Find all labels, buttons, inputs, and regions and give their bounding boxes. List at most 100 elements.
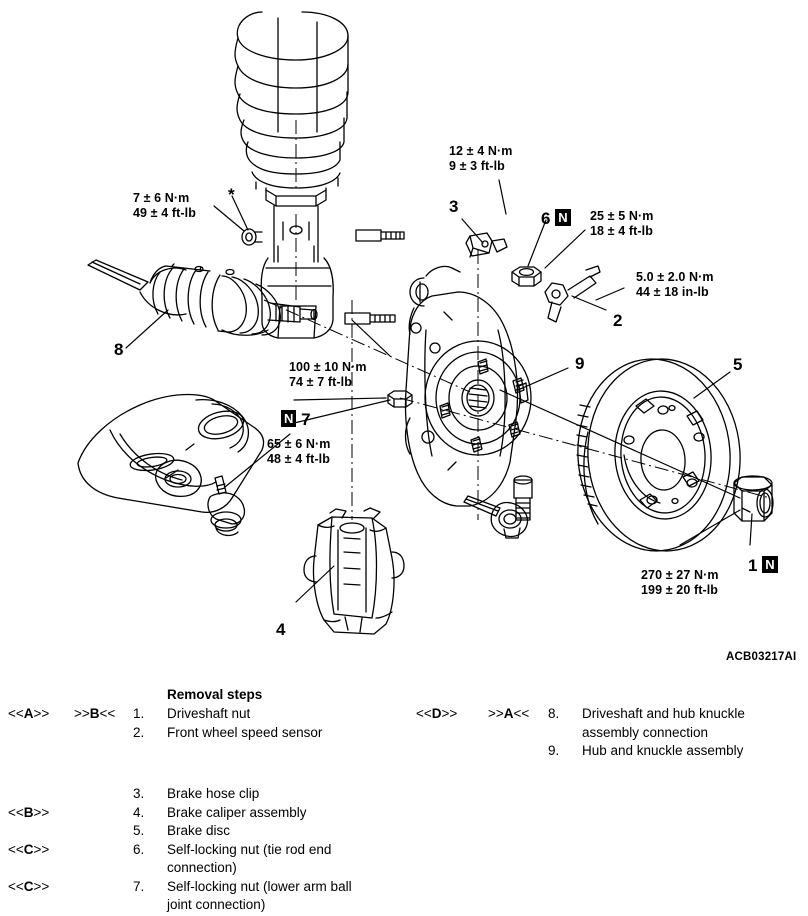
legend-item-label: Brake hose clip (167, 786, 260, 801)
leader-hub-to-nut-axis (499, 389, 741, 499)
legend-item-label: Driveshaft nut (167, 706, 251, 721)
centerline-driveshaft-to-hub (263, 299, 471, 393)
torque-imperial: 49 ± 4 ft-lb (133, 206, 196, 220)
index-number-2: 2 (613, 311, 623, 330)
legend-mark-c: <<C>> (8, 841, 50, 857)
torque-metric: 65 ± 6 N·m (267, 437, 331, 451)
brake-hose-clip (465, 232, 508, 258)
legend-item-number: 7. (133, 878, 145, 894)
legend-row: <<C>> 6. Self-locking nut (tie rod end (0, 841, 404, 860)
lower-arm-self-locking-nut (387, 390, 413, 408)
legend-row: <<A>> >>B<< 1. Driveshaft nut (0, 705, 404, 724)
strut-to-knuckle-bolt-lower (344, 312, 396, 325)
legend-item-label: Front wheel speed sensor (167, 724, 323, 740)
suspension-assembly-drawing (77, 11, 774, 635)
strut-to-knuckle-bolt-upper (355, 229, 405, 242)
legend-item-number: 6. (133, 841, 145, 857)
legend-row: 9. Hub and knuckle assembly (404, 742, 808, 761)
torque-callout-driveshaft-nut: 270 ± 27 N·m 199 ± 20 ft-lb (641, 568, 719, 598)
leader-knuckle-bolt-torque (351, 319, 391, 357)
legend-item-label: Hub and knuckle assembly (582, 743, 744, 758)
index-number-3: 3 (449, 197, 459, 216)
removal-steps-legend: Removal steps <<A>> >>B<< 1. Driveshaft … (0, 686, 808, 916)
asterisk-marker: * (228, 185, 235, 204)
torque-metric: 25 ± 5 N·m (590, 209, 654, 223)
exploded-view-illustration: 7 ± 6 N·m 49 ± 4 ft-lb 12 ± 4 N·m 9 ± 3 … (77, 11, 797, 663)
torque-imperial: 74 ± 7 ft-lb (289, 375, 352, 389)
legend-row: <<B>> 4. Brake caliper assembly (0, 804, 404, 823)
legend-mark-c: <<C>> (8, 878, 50, 894)
torque-callout-tie-rod-end-nut: 25 ± 5 N·m 18 ± 4 ft-lb (590, 209, 653, 239)
legend-row: joint connection) (0, 896, 404, 915)
leader-item-5 (693, 371, 731, 399)
index-number-1-value: 1 (748, 556, 758, 575)
legend-item-number: 1. (133, 706, 145, 721)
torque-imperial: 9 ± 3 ft-lb (449, 159, 505, 173)
legend-item-number: 5. (133, 823, 145, 838)
torque-callout-knuckle-bolt: 100 ± 10 N·m 74 ± 7 ft-lb (289, 360, 367, 390)
torque-metric: 12 ± 4 N·m (449, 144, 513, 158)
index-number-1: 1 N (748, 556, 778, 574)
torque-metric: 7 ± 6 N·m (133, 191, 190, 205)
legend-item-number: 4. (133, 804, 145, 820)
torque-callout-wheel-speed-sensor: 5.0 ± 2.0 N·m 44 ± 18 in-lb (636, 270, 714, 300)
legend-item-label: Brake caliper assembly (167, 804, 307, 820)
legend-item-number: 9. (548, 743, 560, 758)
leader-driveshaft-nut-torque (679, 509, 741, 546)
wheel-speed-sensor (544, 265, 601, 323)
leader-brake-hose-clip-torque (498, 179, 507, 215)
index-number-4: 4 (276, 620, 286, 639)
legend-row: <<D>> >>A<< 8. Driveshaft and hub knuckl… (404, 705, 808, 724)
driveshaft-nut (733, 475, 774, 522)
torque-imperial: 18 ± 4 ft-lb (590, 224, 653, 238)
index-number-8: 8 (114, 340, 124, 359)
torque-callout-strut-to-knuckle: 7 ± 6 N·m 49 ± 4 ft-lb (133, 191, 196, 221)
legend-mark-a: <<A>> (8, 706, 50, 721)
leader-tie-rod-nut-torque (544, 229, 586, 269)
torque-imperial: 199 ± 20 ft-lb (641, 583, 719, 597)
legend-mark-d: <<D>> (416, 706, 458, 721)
index-number-7: N 7 (281, 410, 311, 428)
torque-metric: 100 ± 10 N·m (289, 360, 367, 374)
leader-ball-joint-torque (224, 433, 291, 488)
torque-metric: 5.0 ± 2.0 N·m (636, 270, 714, 284)
tie-rod-end (463, 495, 529, 539)
index-number-7-value: 7 (301, 410, 311, 429)
legend-item-label: Self-locking nut (tie rod end (167, 841, 332, 857)
centerline-hub-to-disc (399, 397, 771, 499)
brake-caliper-assembly (303, 507, 405, 635)
drawing-id-code: ACB03217AI (726, 651, 797, 663)
legend-item-label: Driveshaft and hub knuckle (582, 706, 745, 721)
legend-row: 2. Front wheel speed sensor (0, 724, 404, 743)
leader-asterisk (231, 195, 249, 231)
legend-row: 3. Brake hose clip (0, 785, 404, 804)
leader-item-2-torque (595, 287, 625, 301)
legend-mark-b: <<B>> (8, 804, 50, 820)
leader-item-6 (527, 219, 547, 267)
coil-spring-strut-group (234, 11, 349, 339)
legend-item-label-cont: assembly connection (582, 724, 709, 740)
strut-bolt-washer (241, 228, 263, 246)
lower-control-arm (77, 393, 265, 537)
leader-item-2 (571, 295, 607, 311)
legend-mark-b: >>B<< (74, 706, 116, 721)
driveshaft-assembly (87, 259, 318, 336)
torque-callout-brake-hose-clip: 12 ± 4 N·m 9 ± 3 ft-lb (449, 144, 512, 174)
legend-mark-a: >>A<< (488, 706, 530, 721)
lower-stud-bolt (513, 475, 533, 521)
leader-item-3 (461, 218, 484, 244)
torque-imperial: 44 ± 18 in-lb (636, 285, 709, 299)
hub-and-knuckle-assembly (404, 265, 532, 507)
index-number-5: 5 (733, 355, 743, 374)
nut-marker-badge-1: N (762, 556, 778, 573)
leader-item-9 (517, 367, 569, 391)
legend-item-number: 3. (133, 786, 145, 801)
leader-item-4 (295, 565, 335, 603)
legend-item-number: 2. (133, 724, 145, 740)
leader-item-8 (125, 309, 169, 349)
index-number-6-value: 6 (541, 209, 551, 228)
legend-row: 5. Brake disc (0, 822, 404, 841)
legend-row: <<C>> 7. Self-locking nut (lower arm bal… (0, 878, 404, 897)
removal-steps-title: Removal steps (167, 687, 263, 702)
